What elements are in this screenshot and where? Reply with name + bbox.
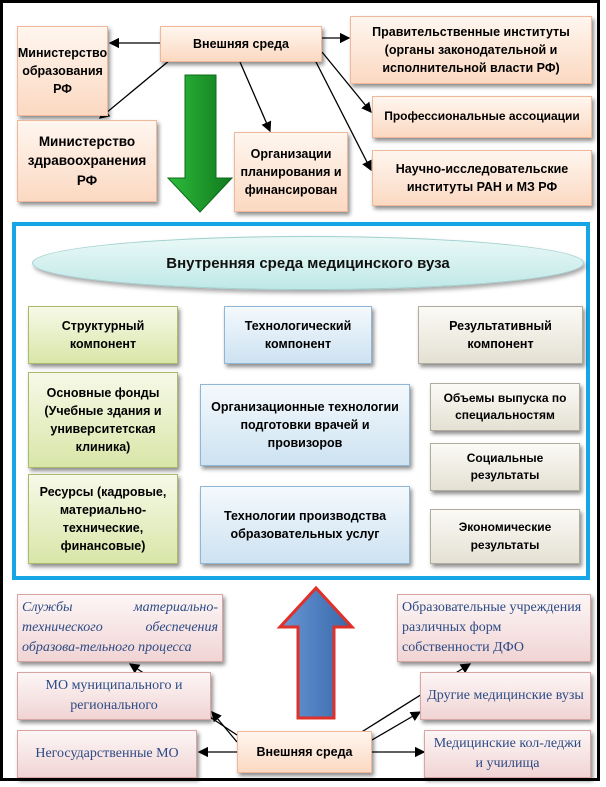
planning-orgs-box: Организации планирования и финансирован <box>234 132 348 212</box>
structural-component-box: Структурный компонент <box>28 306 178 364</box>
municipal-box: МО муниципального и регионального <box>17 672 211 720</box>
professional-associations-box: Профессиональные ассоциации <box>372 96 592 138</box>
org-tech-box: Организационные технологии подготовки вр… <box>200 384 410 466</box>
blue-up-arrow <box>276 585 356 720</box>
production-tech-box: Технологии производства образовательных … <box>200 486 410 564</box>
nongovernment-box: Негосударственные МО <box>17 730 197 778</box>
graduates-box: Объемы выпуска по специальностям <box>430 383 580 431</box>
external-environment-bottom: Внешняя среда <box>237 731 372 773</box>
social-results-box: Социальные результаты <box>430 443 580 491</box>
ministry-health-box: Министерство здравоохранения РФ <box>17 120 157 202</box>
arrow-to-research <box>314 59 372 172</box>
colleges-box: Медицинские кол-леджи и училища <box>424 730 591 778</box>
technological-component-box: Технологический компонент <box>224 306 372 364</box>
arrow-to-municipal <box>211 711 238 743</box>
other-universities-box: Другие медицинские вузы <box>420 672 591 720</box>
external-environment-top: Внешняя среда <box>160 26 322 62</box>
government-institutes-box: Правительственные институты (органы зако… <box>350 16 592 84</box>
edu-institutions-box: Образовательные учреждения различных фор… <box>397 594 591 662</box>
research-institutes-box: Научно-исследовательские институты РАН и… <box>372 150 592 206</box>
economic-results-box: Экономические результаты <box>430 509 580 564</box>
fixed-assets-box: Основные фонды (Учебные здания и универс… <box>28 372 178 468</box>
result-component-box: Результативный компонент <box>418 306 583 364</box>
arrow-to-associations <box>321 51 372 114</box>
internal-environment-title: Внутренняя среда медицинского вуза <box>32 236 584 290</box>
resources-box: Ресурсы (кадровые, материально-техническ… <box>28 474 178 564</box>
green-down-arrow <box>166 74 234 213</box>
arrow-to-other-universities <box>371 711 422 741</box>
arrow-to-planning <box>239 61 272 133</box>
support-services-box: Службы материально-технического обеспече… <box>17 594 223 662</box>
ministry-education-box: Министерство образования РФ <box>17 26 108 116</box>
arrow-to-ministry-health <box>98 59 171 119</box>
